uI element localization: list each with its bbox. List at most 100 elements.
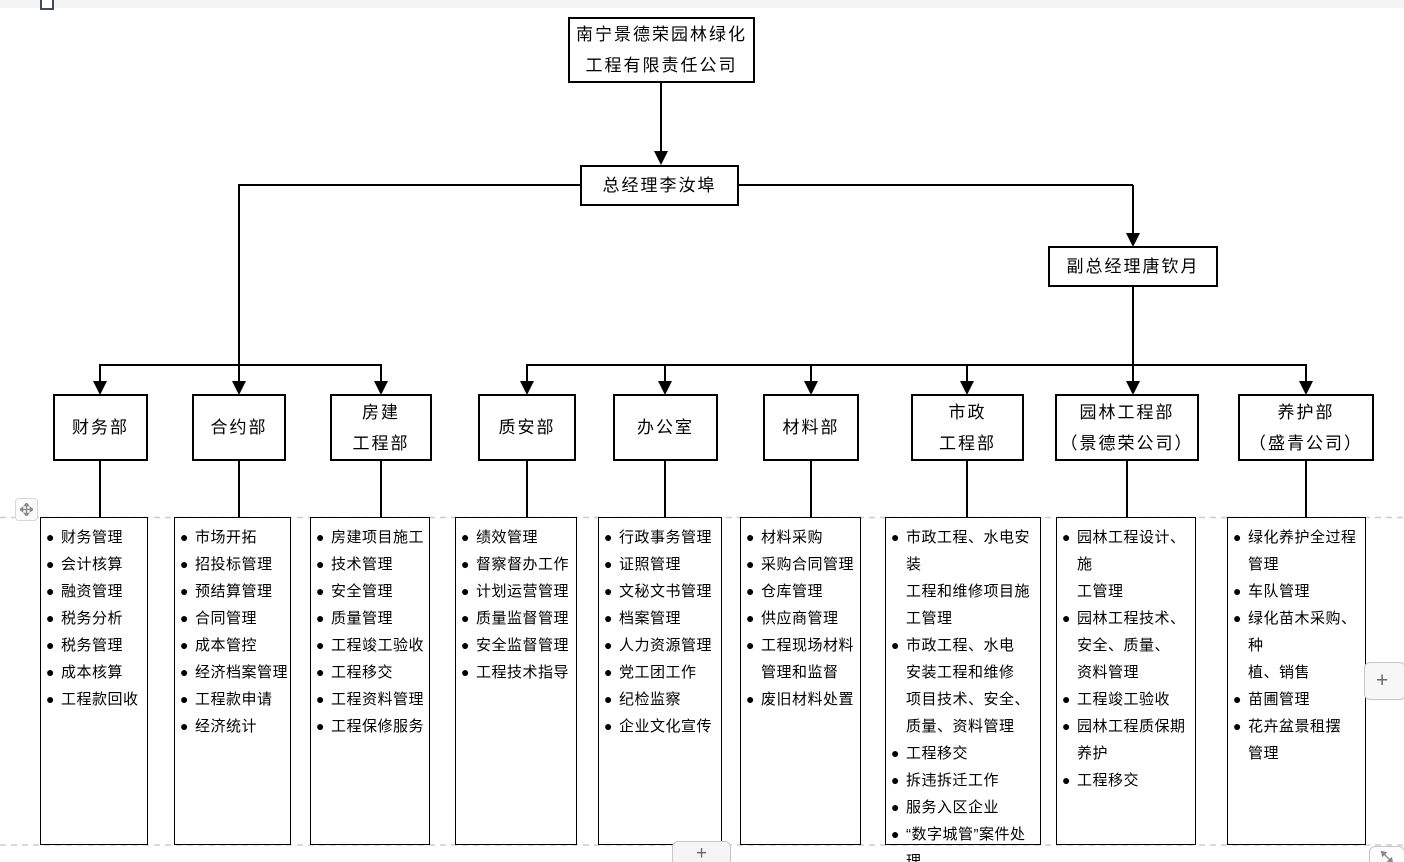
dept-label: 合约部 bbox=[210, 418, 268, 437]
dept-label: 财务部 bbox=[72, 418, 129, 437]
duties-office[interactable]: 行政事务管理证照管理文秘文书管理档案管理人力资源管理党工团工作纪检监察企业文化宣… bbox=[598, 517, 722, 845]
duty-item: 供应商管理 bbox=[746, 605, 858, 632]
duty-item: 质量管理 bbox=[316, 605, 427, 632]
duty-item: 工程款申请 bbox=[180, 686, 288, 713]
org-node-deputy-general-manager[interactable]: 副总经理唐钦月 bbox=[1048, 246, 1218, 287]
duty-item: 材料采购 bbox=[746, 524, 858, 551]
duty-item: 行政事务管理 bbox=[604, 524, 719, 551]
duty-item: 党工团工作 bbox=[604, 659, 719, 686]
duty-item: 市政工程、水电 安装工程和维修 项目技术、安全、 质量、资料管理 bbox=[891, 632, 1038, 740]
org-node-general-manager[interactable]: 总经理李汝埠 bbox=[580, 165, 739, 206]
duty-item: 工程移交 bbox=[316, 659, 427, 686]
duty-item: “数字城管”案件处 理 bbox=[891, 821, 1038, 862]
dept-label: 办公室 bbox=[637, 418, 694, 437]
duty-item: 苗圃管理 bbox=[1233, 686, 1363, 713]
duty-item: 文秘文书管理 bbox=[604, 578, 719, 605]
dept-label: 质安部 bbox=[498, 418, 556, 437]
duty-item: 安全监督管理 bbox=[461, 632, 574, 659]
move-icon bbox=[20, 503, 33, 516]
dept-housing-construction[interactable]: 房建 工程部 bbox=[330, 394, 432, 461]
duty-item: 工程现场材料 管理和监督 bbox=[746, 632, 858, 686]
duty-item: 预结算管理 bbox=[180, 578, 288, 605]
duty-item: 成本核算 bbox=[46, 659, 145, 686]
table-move-handle[interactable] bbox=[15, 498, 38, 521]
org-node-company[interactable]: 南宁景德荣园林绿化 工程有限责任公司 bbox=[568, 17, 755, 83]
dept-landscape-engineering[interactable]: 园林工程部 （景德荣公司） bbox=[1055, 394, 1199, 461]
duties-maintenance[interactable]: 绿化养护全过程 管理车队管理绿化苗木采购、种 植、销售苗圃管理花卉盆景租摆 管理 bbox=[1227, 517, 1366, 845]
table-resize-handle[interactable] bbox=[1369, 846, 1404, 862]
insert-column-button[interactable]: + bbox=[1364, 662, 1404, 700]
duties-municipal-engineering[interactable]: 市政工程、水电安装 工程和维修项目施 工管理市政工程、水电 安装工程和维修 项目… bbox=[885, 517, 1041, 862]
duty-item: 工程款回收 bbox=[46, 686, 145, 713]
duty-item: 经济档案管理 bbox=[180, 659, 288, 686]
duty-item: 市场开拓 bbox=[180, 524, 288, 551]
arrowheads bbox=[93, 151, 1313, 395]
dept-municipal-engineering[interactable]: 市政 工程部 bbox=[911, 394, 1024, 461]
duty-item: 成本管控 bbox=[180, 632, 288, 659]
duty-item: 督察督办工作 bbox=[461, 551, 574, 578]
duty-item: 招投标管理 bbox=[180, 551, 288, 578]
duty-item: 绿化养护全过程 管理 bbox=[1233, 524, 1363, 578]
plus-icon: + bbox=[1376, 669, 1389, 692]
duty-item: 工程竣工验收 bbox=[1062, 686, 1193, 713]
dept-label: 养护部 （盛青公司） bbox=[1249, 402, 1363, 453]
duty-item: 服务入区企业 bbox=[891, 794, 1038, 821]
dept-contract[interactable]: 合约部 bbox=[192, 394, 286, 461]
duty-item: 企业文化宣传 bbox=[604, 713, 719, 740]
duty-item: 会计核算 bbox=[46, 551, 145, 578]
duties-materials[interactable]: 材料采购采购合同管理仓库管理供应商管理工程现场材料 管理和监督废旧材料处置 bbox=[740, 517, 861, 845]
duty-item: 工程资料管理 bbox=[316, 686, 427, 713]
duty-item: 园林工程技术、 安全、质量、 资料管理 bbox=[1062, 605, 1193, 686]
duties-landscape-engineering[interactable]: 园林工程设计、施 工管理园林工程技术、 安全、质量、 资料管理工程竣工验收园林工… bbox=[1056, 517, 1196, 845]
plus-icon: + bbox=[695, 843, 708, 862]
duty-item: 工程竣工验收 bbox=[316, 632, 427, 659]
duty-item: 拆违拆迁工作 bbox=[891, 767, 1038, 794]
duty-item: 档案管理 bbox=[604, 605, 719, 632]
duties-quality-safety[interactable]: 绩效管理督察督办工作计划运营管理质量监督管理安全监督管理工程技术指导 bbox=[455, 517, 577, 845]
dept-maintenance[interactable]: 养护部 （盛青公司） bbox=[1238, 394, 1374, 461]
duty-item: 融资管理 bbox=[46, 578, 145, 605]
anchor-square-marker[interactable] bbox=[40, 0, 54, 10]
duties-contract[interactable]: 市场开拓招投标管理预结算管理合同管理成本管控经济档案管理工程款申请经济统计 bbox=[174, 517, 291, 845]
duty-item: 绩效管理 bbox=[461, 524, 574, 551]
dept-label: 材料部 bbox=[782, 418, 840, 437]
duty-item: 税务管理 bbox=[46, 632, 145, 659]
dept-quality-safety[interactable]: 质安部 bbox=[478, 394, 576, 461]
insert-row-button[interactable]: + bbox=[672, 841, 731, 862]
duty-item: 花卉盆景租摆 管理 bbox=[1233, 713, 1363, 767]
duty-item: 税务分析 bbox=[46, 605, 145, 632]
dept-materials[interactable]: 材料部 bbox=[763, 394, 859, 461]
dept-office[interactable]: 办公室 bbox=[613, 394, 718, 461]
duty-item: 工程移交 bbox=[891, 740, 1038, 767]
duty-item: 仓库管理 bbox=[746, 578, 858, 605]
duty-item: 技术管理 bbox=[316, 551, 427, 578]
duty-item: 废旧材料处置 bbox=[746, 686, 858, 713]
duty-item: 经济统计 bbox=[180, 713, 288, 740]
duty-item: 安全管理 bbox=[316, 578, 427, 605]
company-name: 南宁景德荣园林绿化 工程有限责任公司 bbox=[576, 25, 747, 75]
dept-label: 园林工程部 （景德荣公司） bbox=[1060, 402, 1194, 453]
duty-item: 采购合同管理 bbox=[746, 551, 858, 578]
duty-item: 绿化苗木采购、种 植、销售 bbox=[1233, 605, 1363, 686]
duty-item: 合同管理 bbox=[180, 605, 288, 632]
duty-item: 证照管理 bbox=[604, 551, 719, 578]
duties-finance[interactable]: 财务管理会计核算融资管理税务分析税务管理成本核算工程款回收 bbox=[40, 517, 148, 845]
duty-item: 人力资源管理 bbox=[604, 632, 719, 659]
duty-item: 纪检监察 bbox=[604, 686, 719, 713]
duty-item: 财务管理 bbox=[46, 524, 145, 551]
window-top-strip bbox=[0, 0, 1404, 10]
duty-item: 园林工程质保期 养护 bbox=[1062, 713, 1193, 767]
duty-item: 工程移交 bbox=[1062, 767, 1193, 794]
dept-finance[interactable]: 财务部 bbox=[53, 394, 148, 461]
duties-housing-construction[interactable]: 房建项目施工技术管理安全管理质量管理工程竣工验收工程移交工程资料管理工程保修服务 bbox=[310, 517, 430, 845]
duty-item: 工程技术指导 bbox=[461, 659, 574, 686]
duty-item: 质量监督管理 bbox=[461, 605, 574, 632]
duty-item: 车队管理 bbox=[1233, 578, 1363, 605]
resize-diagonal-icon bbox=[1380, 850, 1394, 862]
duty-item: 计划运营管理 bbox=[461, 578, 574, 605]
general-manager-name: 总经理李汝埠 bbox=[602, 176, 717, 195]
duty-item: 市政工程、水电安装 工程和维修项目施 工管理 bbox=[891, 524, 1038, 632]
dept-label: 市政 工程部 bbox=[939, 402, 996, 453]
